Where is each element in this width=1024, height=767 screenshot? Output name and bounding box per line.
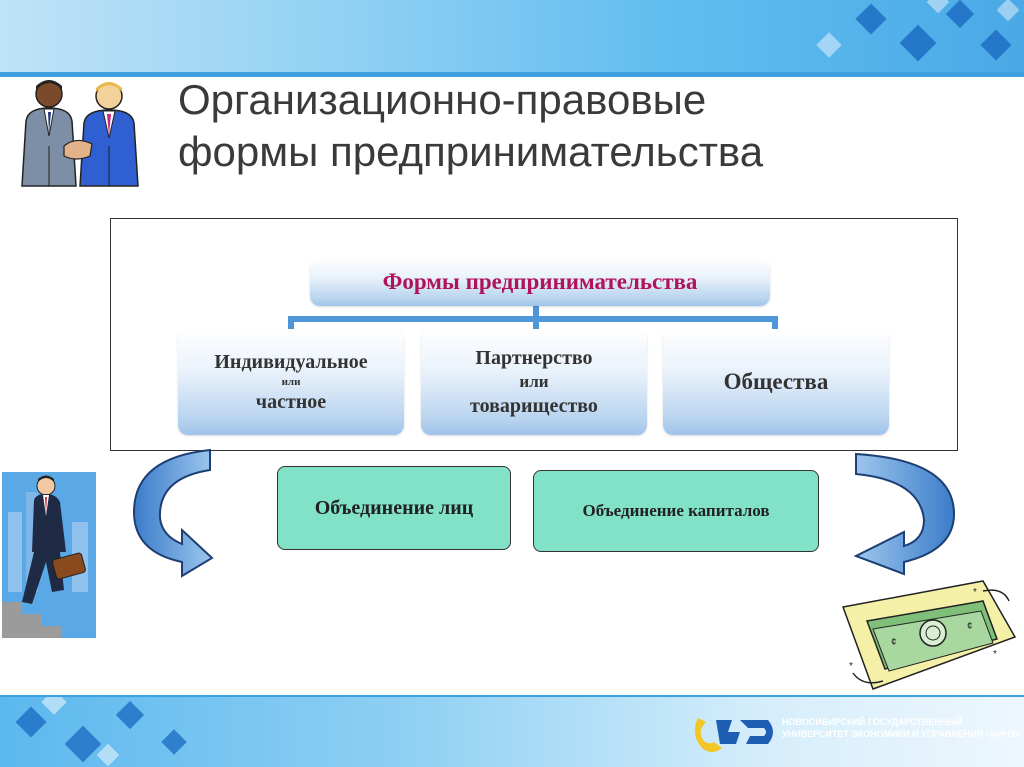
bottom-diamond-pattern <box>15 697 187 767</box>
node-companies-line1: Общества <box>723 369 829 394</box>
root-node: Формы предпринимательства <box>310 258 770 306</box>
node-individual-line1: Индивидуальное <box>214 351 368 373</box>
money-clipart-icon: ¢ ¢ * * * <box>841 580 1017 690</box>
node-individual-line2: или <box>281 376 301 388</box>
svg-text:¢: ¢ <box>967 621 973 632</box>
node-partnership-line1: Партнерство <box>475 347 593 369</box>
university-name: НОВОСИБИРСКИЙ ГОСУДАРСТВЕННЫЙ УНИВЕРСИТЕ… <box>782 716 1021 740</box>
curved-arrow-right-icon <box>853 452 956 576</box>
node-companies: Общества <box>663 329 889 435</box>
svg-text:*: * <box>849 661 853 672</box>
connector-vertical-root <box>533 306 539 320</box>
node-individual-line3: частное <box>255 391 327 413</box>
title-line-2: формы предпринимательства <box>178 128 764 175</box>
university-name-line1: НОВОСИБИРСКИЙ ГОСУДАРСТВЕННЫЙ <box>782 717 963 727</box>
university-name-line2: УНИВЕРСИТЕТ ЭКОНОМИКИ И УПРАВЛЕНИЯ «НИНХ… <box>782 729 1021 739</box>
top-diamond-pattern <box>816 0 1020 62</box>
connector-right <box>772 316 778 330</box>
handshake-clipart-icon <box>21 80 139 187</box>
root-node-label: Формы предпринимательства <box>382 269 698 294</box>
group-capitals-label: Объединение капиталов <box>582 501 770 520</box>
svg-text:*: * <box>993 649 997 660</box>
businessman-stairs-clipart-icon <box>2 472 96 638</box>
group-persons: Объединение лиц <box>277 466 511 550</box>
node-partnership-line3: товарищество <box>470 395 598 417</box>
node-partnership-line2: или <box>519 372 549 391</box>
university-logo-icon <box>694 718 773 752</box>
connector-middle <box>533 316 539 330</box>
connector-left <box>288 316 294 330</box>
group-capitals: Объединение капиталов <box>533 470 819 552</box>
group-persons-label: Объединение лиц <box>314 496 474 519</box>
slide-title: Организационно-правовые формы предприним… <box>178 74 938 178</box>
svg-text:*: * <box>973 587 977 598</box>
top-decor-band <box>0 0 1024 76</box>
top-band-edge <box>0 72 1024 77</box>
node-partnership: Партнерство или товарищество <box>421 329 647 435</box>
svg-text:¢: ¢ <box>891 637 897 648</box>
node-individual: Индивидуальное или частное <box>178 329 404 435</box>
curved-arrow-left-icon <box>132 448 214 578</box>
bottom-decor-band <box>0 697 1024 767</box>
title-line-1: Организационно-правовые <box>178 76 707 123</box>
